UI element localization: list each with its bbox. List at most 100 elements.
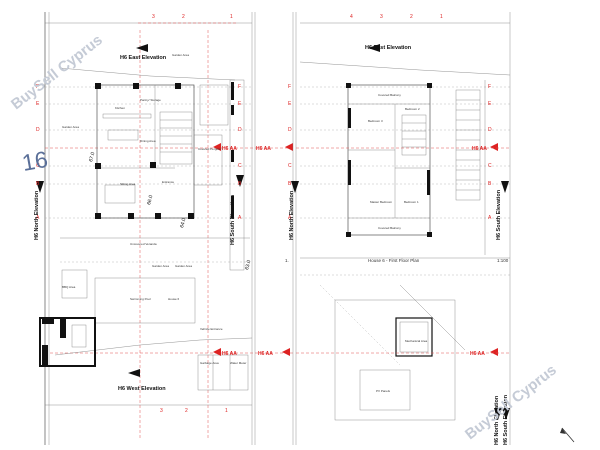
wall-segment xyxy=(427,170,430,195)
grid-letter: C xyxy=(488,163,492,169)
grid-letter: F xyxy=(288,84,291,90)
grid-letter: E xyxy=(36,101,40,107)
elevation-marker-north xyxy=(494,408,502,420)
room-label: Covered Balcony xyxy=(378,226,401,230)
wall-segment xyxy=(231,105,234,115)
column xyxy=(155,213,161,219)
grid-letter: C xyxy=(288,163,292,169)
column xyxy=(95,163,101,169)
column xyxy=(175,83,181,89)
column xyxy=(95,83,101,89)
column xyxy=(427,83,432,88)
grid-number: 1 xyxy=(230,14,233,20)
wall-segment xyxy=(348,108,351,128)
ground-floor-plan xyxy=(36,12,295,445)
section-arrow xyxy=(213,143,221,151)
garden-edge-top xyxy=(59,67,236,81)
elevation-label-north: H6 North Elevation xyxy=(289,190,295,240)
garbage-water-area xyxy=(197,354,249,391)
pergola-outline xyxy=(193,134,223,186)
room-label: PV Panels xyxy=(376,389,391,393)
column xyxy=(346,83,351,88)
wall-segment xyxy=(42,345,48,365)
section-arrow xyxy=(282,348,290,356)
grid-number: 2 xyxy=(185,408,188,414)
wall-segment xyxy=(348,160,351,185)
section-arrow xyxy=(490,143,498,151)
column xyxy=(95,213,101,219)
room-label: Pantry/ Storage xyxy=(140,98,161,102)
elevation-marker-west xyxy=(128,369,140,377)
level-label: 66.0 xyxy=(146,194,154,205)
stair-core-upper xyxy=(401,114,427,156)
grid-letter: F xyxy=(36,84,39,90)
room-label: Sitting Area xyxy=(120,182,136,186)
elevation-marker-north xyxy=(291,181,299,193)
elevation-label-north: H6 North Elevation xyxy=(34,190,40,240)
section-mark: H6 AA xyxy=(470,351,485,357)
elevation-marker-south xyxy=(501,181,509,193)
wall-segment xyxy=(231,196,234,218)
north-arrow-head-icon xyxy=(560,428,566,434)
room-label: Dining Area xyxy=(140,139,156,143)
grid-letter: F xyxy=(238,84,241,90)
kitchen-island xyxy=(107,129,139,141)
elevation-label-east: H6 East Elevation xyxy=(365,45,412,51)
elevation-marker-north xyxy=(36,181,44,193)
swimming-pool xyxy=(94,277,196,324)
site-edge-top-right xyxy=(299,61,511,76)
grid-number: 3 xyxy=(160,408,163,414)
room-label: Mechanical Area xyxy=(405,339,428,343)
room-label: Bedroom 2 xyxy=(405,107,420,111)
pv-panels-area xyxy=(359,369,411,411)
first-floor-plan xyxy=(291,12,575,445)
grid-letter: A xyxy=(488,215,492,221)
elevation-label-south: H6 South Elevation xyxy=(503,394,509,445)
room-label: Bedroom 3 xyxy=(368,119,383,123)
sofa-area xyxy=(104,184,136,204)
level-label: 63.0 xyxy=(244,259,252,270)
kitchen-counter xyxy=(102,113,152,119)
bbq-area xyxy=(61,269,88,299)
section-mark: H6 AA xyxy=(256,146,271,152)
grid-letter: A xyxy=(238,215,242,221)
room-label: Garden Area xyxy=(175,264,192,268)
grid-letters-left-mid: F E D C B A xyxy=(238,84,242,221)
grid-letter: D xyxy=(288,127,292,133)
wall-segment xyxy=(60,318,66,338)
stair-core xyxy=(159,111,193,165)
column xyxy=(133,83,139,89)
house-outline xyxy=(96,84,195,219)
grid-letter: E xyxy=(238,101,242,107)
grid-letter: B xyxy=(288,181,292,187)
grid-letter: D xyxy=(238,127,242,133)
grid-number: 2 xyxy=(182,14,185,20)
roof-diagonal xyxy=(399,284,466,351)
column xyxy=(150,162,156,168)
plot-number-watermark: 16 xyxy=(20,146,50,176)
ramp-outline xyxy=(455,89,481,201)
section-mark: H6 AA xyxy=(222,351,237,357)
elevation-label-south: H6 South Elevation xyxy=(496,189,502,240)
grid-letter: B xyxy=(238,181,242,187)
north-arrow-icon xyxy=(561,427,575,443)
room-label: Swimming Pool xyxy=(130,297,151,301)
elevation-marker-east xyxy=(368,44,380,52)
grid-number: 1 xyxy=(440,14,443,20)
wall-segment xyxy=(42,318,54,324)
grid-letter: E xyxy=(488,101,492,107)
grid-numbers-left: 3 2 1 3 2 1 xyxy=(152,14,233,414)
elevation-label-south: H6 South Elevation xyxy=(230,194,236,245)
bottom-left-structure xyxy=(39,317,96,367)
room-label: Garden Area xyxy=(62,125,79,129)
room-label: Garden Area xyxy=(172,53,189,57)
grid-letter: A xyxy=(288,215,292,221)
room-label: Bedroom 1 xyxy=(404,200,419,204)
elevation-marker-south xyxy=(236,175,244,187)
brand-watermark: BuySell Cyprus xyxy=(8,31,106,113)
level-label: 64.0 xyxy=(179,217,187,228)
garden-edge-bottom xyxy=(54,337,253,356)
grid-letter: A xyxy=(36,215,40,221)
plan-scale: 1:100 xyxy=(497,258,509,263)
